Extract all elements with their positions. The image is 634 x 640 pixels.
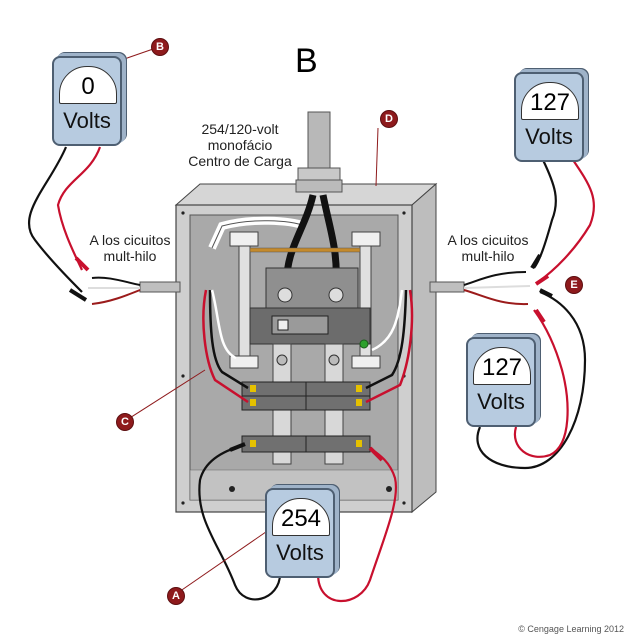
voltmeter-top-left: 0 Volts (52, 56, 122, 146)
meter-reading: 0 (59, 66, 117, 104)
marker-b: B (151, 38, 169, 56)
bonding-strap (249, 247, 361, 253)
voltmeter-top-right: 127 Volts (514, 72, 584, 162)
branch-wire-black (208, 289, 249, 390)
diagram-title: B (295, 42, 318, 80)
cable-right (429, 281, 465, 293)
branch-wire-black (365, 289, 408, 390)
test-lead-red (513, 309, 569, 458)
panel-label-line2: monofácio (207, 137, 273, 153)
test-lead-red (537, 159, 595, 283)
circuit-label-left: A los cicuitos mult-hilo (80, 232, 180, 264)
voltmeter-middle-right: 127 Volts (466, 337, 536, 427)
test-lead-red (56, 146, 102, 271)
meter-reading: 254 (272, 498, 330, 536)
panel-bottom-inner (189, 469, 399, 501)
panel-screw (181, 211, 185, 215)
meter-unit: Volts (477, 389, 525, 414)
neutral-bar-left (238, 239, 251, 361)
panel-screw (181, 374, 185, 378)
circuit-label-left-line2: mult-hilo (103, 248, 157, 264)
lug (328, 287, 344, 303)
leader-line-a (175, 524, 277, 595)
leader-line-d (375, 127, 379, 187)
circuit-label-right-line2: mult-hilo (461, 248, 515, 264)
ground-screw (359, 339, 369, 349)
service-conduit (307, 111, 331, 175)
branch-wire-white (371, 289, 404, 352)
circuit-label-right: A los cicuitos mult-hilo (438, 232, 538, 264)
panel-screw (402, 211, 406, 215)
probe-black (530, 253, 542, 270)
test-lead-red (316, 447, 397, 603)
branch-breaker (305, 435, 371, 453)
probe-red (74, 256, 90, 272)
meter-unit: Volts (276, 540, 324, 565)
probe-red (368, 446, 384, 462)
branch-wire-red (202, 289, 249, 404)
marker-e: E (565, 276, 583, 294)
branch-wire-red (365, 289, 414, 404)
test-lead-black (198, 443, 282, 601)
marker-a: A (167, 587, 185, 605)
test-lead-black (476, 290, 587, 470)
panel-label: 254/120-volt monofácio Centro de Carga (182, 121, 298, 169)
probe-black (539, 288, 553, 298)
panel-side-face (411, 182, 437, 514)
meter-reading: 127 (473, 347, 531, 385)
meter-unit: Volts (63, 108, 111, 133)
leader-line-c (124, 369, 206, 422)
branch-breaker (305, 395, 371, 411)
keyhole-mount (386, 486, 392, 492)
probe-black (229, 442, 246, 452)
copyright-notice: © Cengage Learning 2012 (518, 624, 624, 634)
panel-screw (181, 501, 185, 505)
circuit-label-left-line1: A los cicuitos (89, 232, 171, 248)
lug (277, 287, 293, 303)
meter-unit: Volts (525, 124, 573, 149)
main-lug-block (265, 267, 359, 309)
panel-label-line3: Centro de Carga (188, 153, 292, 169)
panel-label-line1: 254/120-volt (201, 121, 279, 137)
panel-screw (402, 501, 406, 505)
marker-d: D (380, 110, 398, 128)
probe-red (534, 274, 550, 286)
keyhole-mount (229, 486, 235, 492)
voltmeter-bottom-center: 254 Volts (265, 488, 335, 578)
conduit-nut (295, 179, 343, 193)
circuit-label-right-line1: A los cicuitos (447, 232, 529, 248)
marker-c: C (116, 413, 134, 431)
probe-red (534, 308, 546, 324)
cable-left (139, 281, 181, 293)
probe-black (68, 288, 88, 302)
test-lead-black (28, 146, 83, 293)
branch-wire-white (210, 289, 237, 360)
meter-reading: 127 (521, 82, 579, 120)
